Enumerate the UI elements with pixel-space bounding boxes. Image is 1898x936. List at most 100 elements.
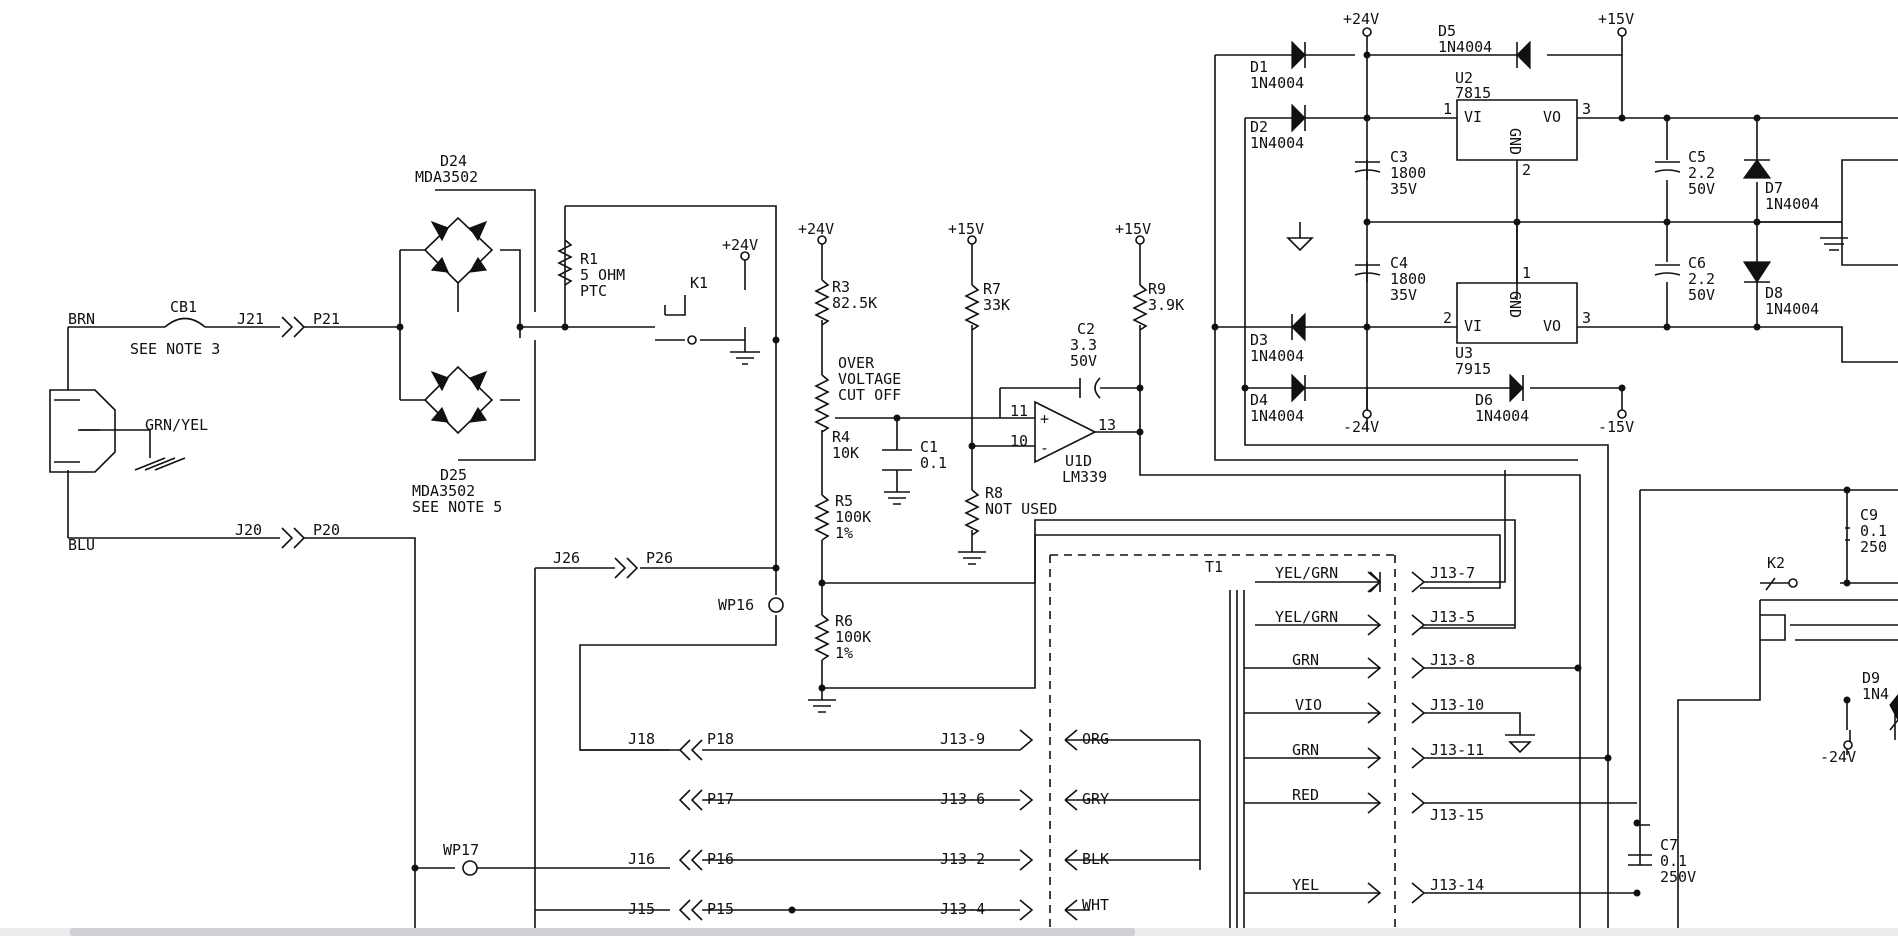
label-m15: -15V bbox=[1598, 418, 1634, 436]
label-c6: C6 bbox=[1688, 254, 1706, 272]
label-grn2: GRN bbox=[1292, 741, 1319, 759]
label-r4: R4 bbox=[832, 428, 850, 446]
label-d1p: 1N4004 bbox=[1250, 74, 1304, 92]
label-u2: U2 bbox=[1455, 69, 1473, 87]
label-yelgrn1: YEL/GRN bbox=[1275, 564, 1338, 582]
terminals bbox=[462, 27, 1853, 876]
label-vi2: VI bbox=[1464, 317, 1482, 335]
label-r5v: 100K bbox=[835, 508, 871, 526]
label-k1: K1 bbox=[690, 274, 708, 292]
label-d4: D4 bbox=[1250, 391, 1268, 409]
label-pin10: 10 bbox=[1010, 432, 1028, 450]
label-r5t: 1% bbox=[835, 524, 853, 542]
label-c1v: 0.1 bbox=[920, 454, 947, 472]
label-u3p3: 3 bbox=[1582, 309, 1591, 327]
label-gnd2: GND bbox=[1506, 291, 1524, 318]
junction-dots bbox=[396, 51, 1851, 914]
label-r3: R3 bbox=[832, 278, 850, 296]
label-r8v: NOT USED bbox=[985, 500, 1057, 518]
label-grn1: GRN bbox=[1292, 651, 1319, 669]
label-lm339: LM339 bbox=[1062, 468, 1107, 486]
label-r6t: 1% bbox=[835, 644, 853, 662]
label-c2v: 3.3 bbox=[1070, 336, 1097, 354]
label-d2: D2 bbox=[1250, 118, 1268, 136]
label-j1311: J13-11 bbox=[1430, 741, 1484, 759]
label-p24a: +24V bbox=[722, 236, 758, 254]
label-j16: J16 bbox=[628, 850, 655, 868]
label-r1t: PTC bbox=[580, 282, 607, 300]
label-d25: D25 bbox=[440, 466, 467, 484]
label-c7: C7 bbox=[1660, 836, 1678, 854]
label-p15b: +15V bbox=[1115, 220, 1151, 238]
label-c4t: 35V bbox=[1390, 286, 1417, 304]
label-grnyel: GRN/YEL bbox=[145, 416, 208, 434]
label-m24: -24V bbox=[1343, 418, 1379, 436]
label-p24b: +24V bbox=[798, 220, 834, 238]
label-red: RED bbox=[1292, 786, 1319, 804]
label-u2p2: 2 bbox=[1522, 161, 1531, 179]
horizontal-scrollbar-thumb[interactable] bbox=[70, 928, 1135, 936]
label-wht: WHT bbox=[1082, 896, 1109, 914]
label-d6p: 1N4004 bbox=[1475, 407, 1529, 425]
label-d25p: MDA3502 bbox=[412, 482, 475, 500]
label-wp17: WP17 bbox=[443, 841, 479, 859]
label-p18: P18 bbox=[707, 730, 734, 748]
label-d3p: 1N4004 bbox=[1250, 347, 1304, 365]
label-r6: R6 bbox=[835, 612, 853, 630]
label-d4p: 1N4004 bbox=[1250, 407, 1304, 425]
label-p15c: +15V bbox=[1598, 10, 1634, 28]
label-c7t: 250V bbox=[1660, 868, 1696, 886]
label-u3p: 7915 bbox=[1455, 360, 1491, 378]
label-d3: D3 bbox=[1250, 331, 1268, 349]
label-pin11: 11 bbox=[1010, 402, 1028, 420]
label-vo: VO bbox=[1543, 108, 1561, 126]
label-c5t: 50V bbox=[1688, 180, 1715, 198]
label-c2: C2 bbox=[1077, 320, 1095, 338]
label-c4: C4 bbox=[1390, 254, 1408, 272]
label-cb1: CB1 bbox=[170, 298, 197, 316]
label-c3: C3 bbox=[1390, 148, 1408, 166]
label-u3: U3 bbox=[1455, 344, 1473, 362]
label-c6t: 50V bbox=[1688, 286, 1715, 304]
label-r7: R7 bbox=[983, 280, 1001, 298]
label-c5: C5 bbox=[1688, 148, 1706, 166]
label-p24c: +24V bbox=[1343, 10, 1379, 28]
label-d24p: MDA3502 bbox=[415, 168, 478, 186]
label-j139: J13-9 bbox=[940, 730, 985, 748]
label-r8: R8 bbox=[985, 484, 1003, 502]
label-d2p: 1N4004 bbox=[1250, 134, 1304, 152]
label-r3v: 82.5K bbox=[832, 294, 877, 312]
label-r7v: 33K bbox=[983, 296, 1010, 314]
label-r6v: 100K bbox=[835, 628, 871, 646]
label-yelgrn2: YEL/GRN bbox=[1275, 608, 1338, 626]
label-org: ORG bbox=[1082, 730, 1109, 748]
label-d8p: 1N4004 bbox=[1765, 300, 1819, 318]
label-k2: K2 bbox=[1767, 554, 1785, 572]
label-p26: P26 bbox=[646, 549, 673, 567]
label-p15a: +15V bbox=[948, 220, 984, 238]
horizontal-scrollbar[interactable] bbox=[0, 928, 1898, 936]
label-vo2: VO bbox=[1543, 317, 1561, 335]
label-yel: YEL bbox=[1292, 876, 1319, 894]
label-blk: BLK bbox=[1082, 850, 1109, 868]
label-j137: J13-7 bbox=[1430, 564, 1475, 582]
label-pin13: 13 bbox=[1098, 416, 1116, 434]
label-cutoff: CUT OFF bbox=[838, 386, 901, 404]
label-d9: D9 bbox=[1862, 669, 1880, 687]
label-c9: C9 bbox=[1860, 506, 1878, 524]
label-u3p2: 2 bbox=[1443, 309, 1452, 327]
label-brn: BRN bbox=[68, 310, 95, 328]
label-j134: J13-4 bbox=[940, 900, 985, 918]
label-m24b: -24V bbox=[1820, 748, 1856, 766]
label-vi: VI bbox=[1464, 108, 1482, 126]
label-c4v: 1800 bbox=[1390, 270, 1426, 288]
label-c7v: 0.1 bbox=[1660, 852, 1687, 870]
diodes bbox=[430, 40, 1898, 721]
label-j21: J21 bbox=[237, 310, 264, 328]
label-c5v: 2.2 bbox=[1688, 164, 1715, 182]
label-note3: SEE NOTE 3 bbox=[130, 340, 220, 358]
label-d9p: 1N4 bbox=[1862, 685, 1889, 703]
label-d5p: 1N4004 bbox=[1438, 38, 1492, 56]
label-d24: D24 bbox=[440, 152, 467, 170]
